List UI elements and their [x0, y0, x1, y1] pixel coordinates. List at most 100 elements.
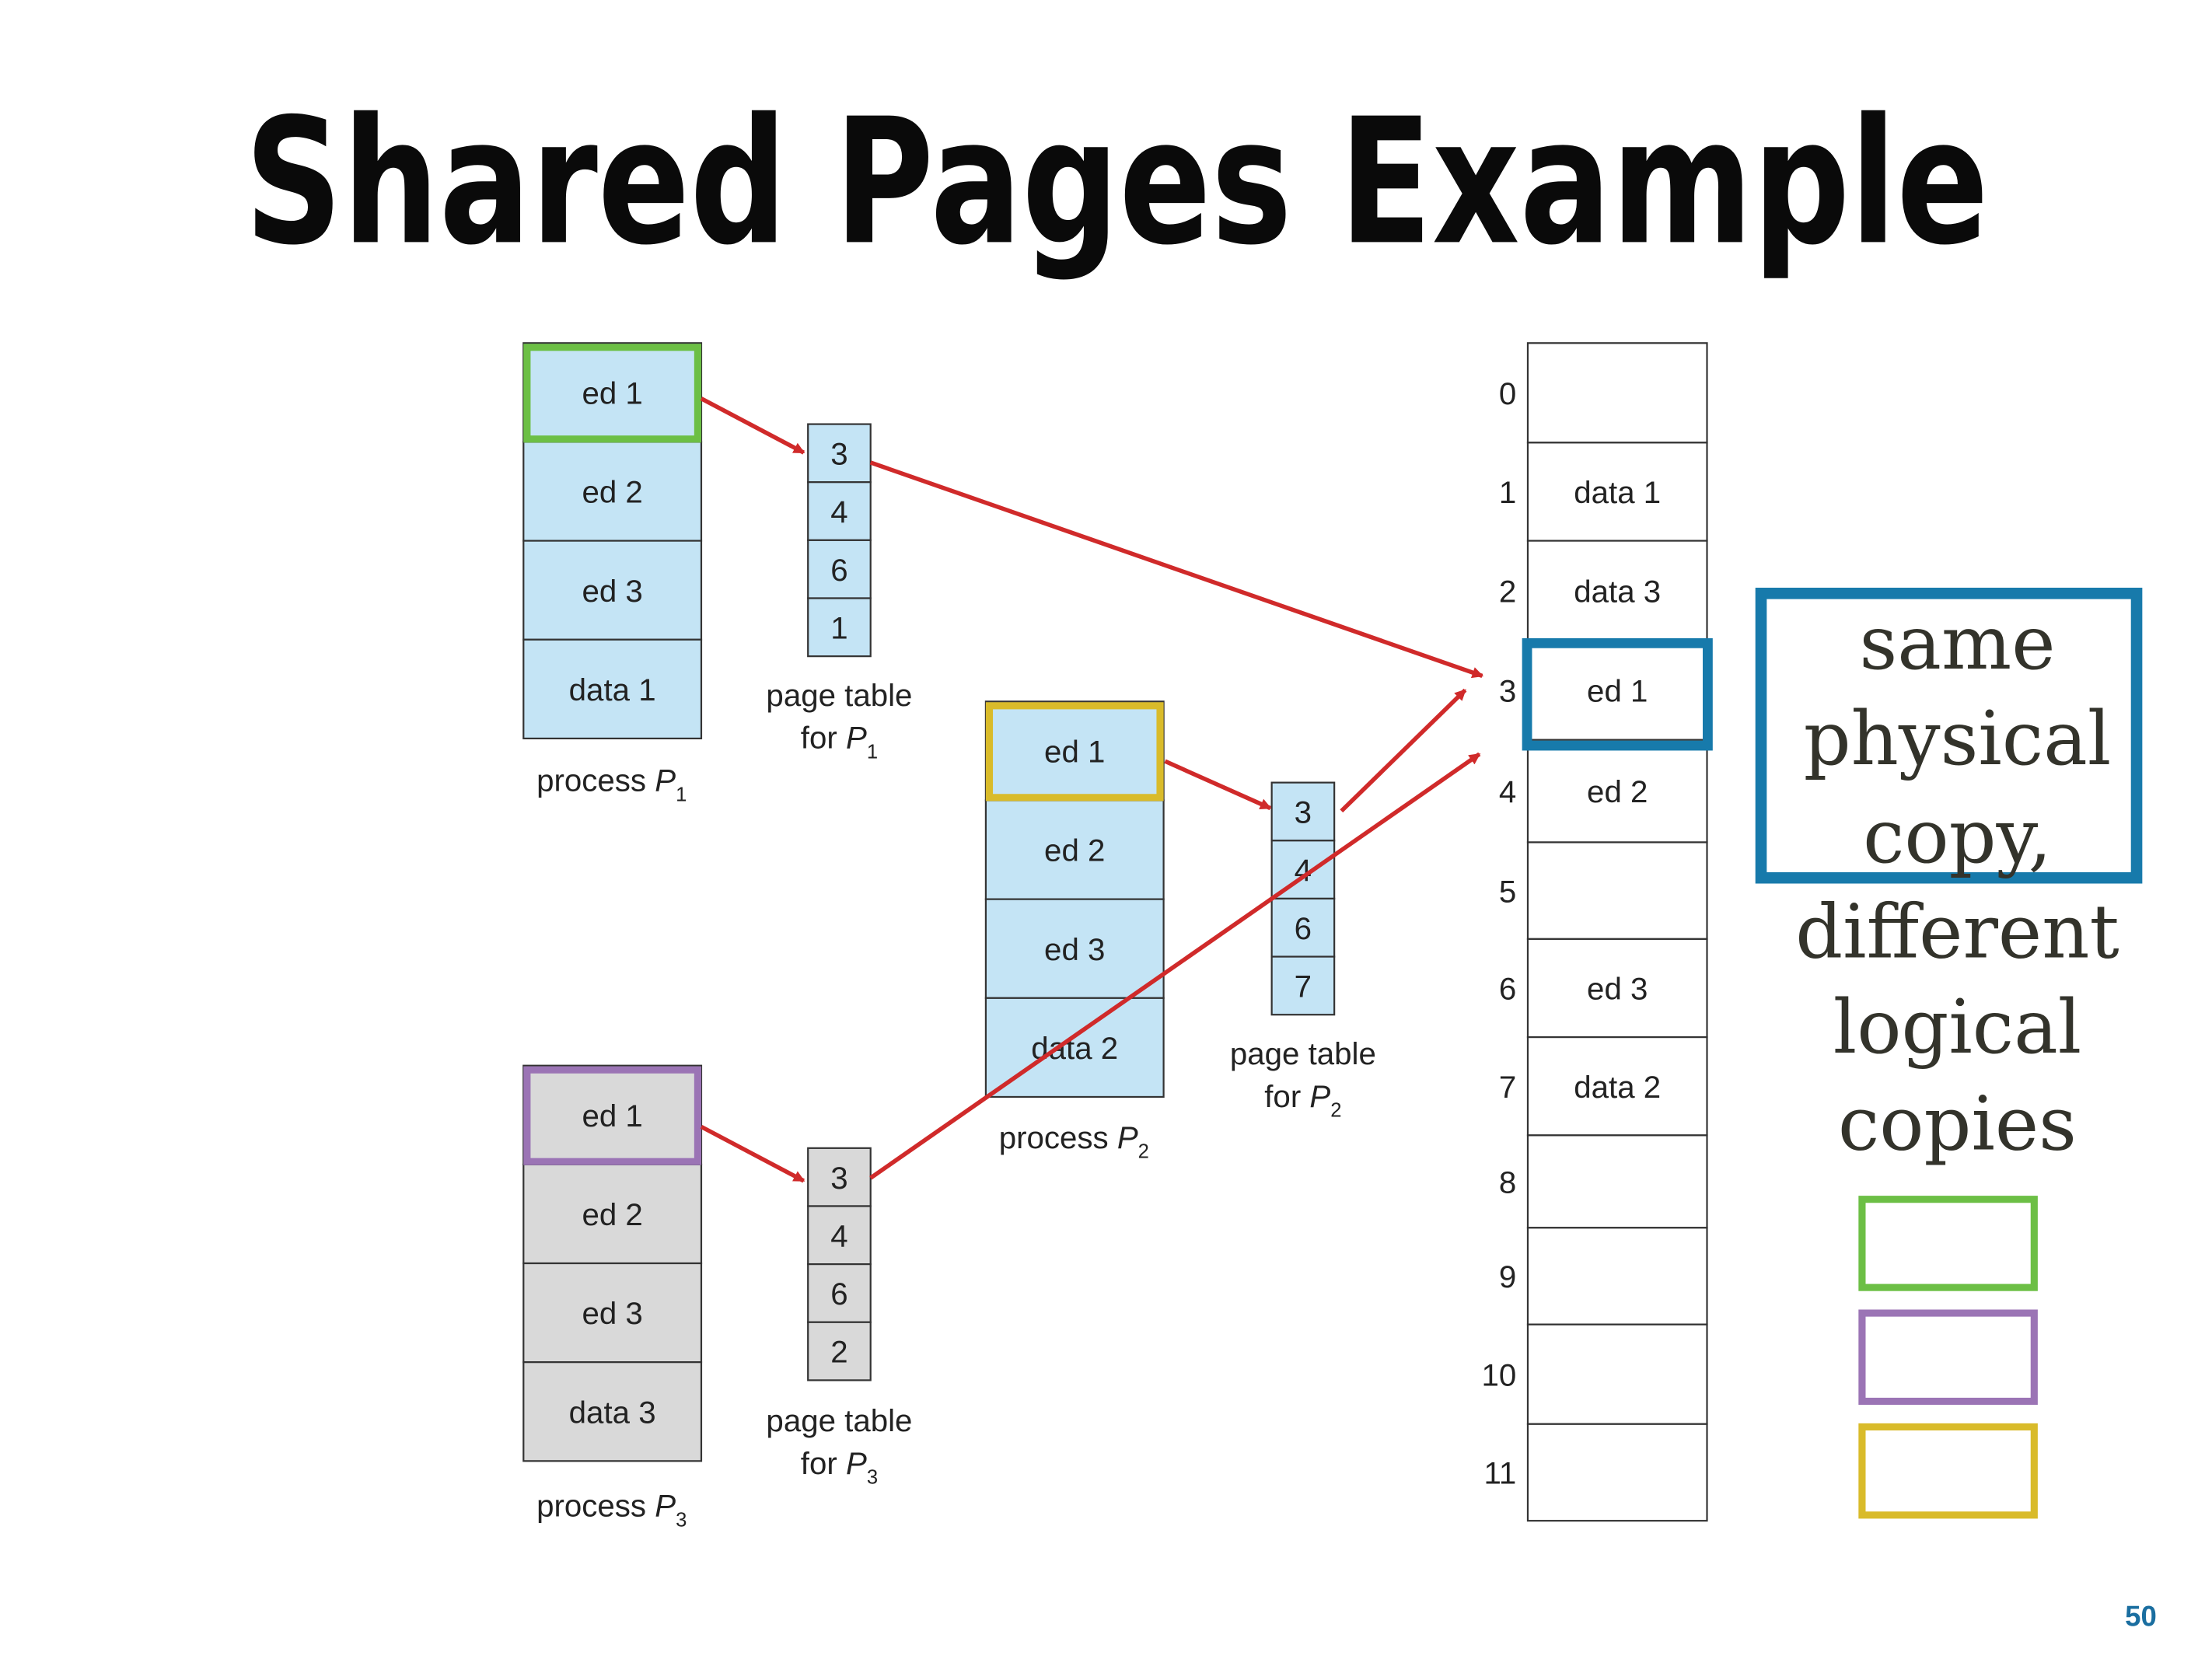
frame-number: 4 [830, 1218, 847, 1253]
note-text: same [1859, 601, 2055, 686]
frame-content: data 2 [1574, 1070, 1661, 1105]
memory-frame [1526, 342, 1708, 444]
memory-frame [1526, 1227, 1708, 1325]
page-table-entry [807, 539, 872, 599]
page-cell [522, 441, 703, 542]
page-label: ed 1 [1044, 735, 1105, 770]
memory-frame [1526, 540, 1708, 641]
page-table-label: page table [766, 678, 912, 713]
page-label: data 3 [569, 1395, 656, 1430]
page-label: ed 2 [1044, 833, 1105, 868]
page-table-owner: for P1 [801, 721, 878, 763]
note-text: logical [1833, 985, 2081, 1070]
mapping-arrow [700, 1124, 805, 1183]
mapping-arrow [869, 752, 1481, 1180]
shared-pages-diagram: ed 1 ed 2 ed 3 data 1 process P1 ed 1 ed 2 ed 3… [522, 342, 1713, 1532]
page-table-entry [1270, 781, 1336, 842]
shared-frame-highlight [1522, 637, 1713, 751]
frame-index: 3 [1499, 673, 1516, 708]
frame-content: data 3 [1574, 574, 1661, 609]
shared-page-highlight [523, 1066, 701, 1165]
frame-index: 6 [1499, 972, 1516, 1007]
page-label: ed 1 [582, 1098, 642, 1133]
frame-number: 7 [1295, 969, 1312, 1004]
page-label: data 1 [569, 672, 656, 707]
mapping-arrow [1164, 759, 1272, 811]
frame-index: 1 [1499, 475, 1516, 510]
frame-index: 9 [1499, 1259, 1516, 1294]
memory-frame [1526, 938, 1708, 1039]
frame-number: 3 [830, 437, 847, 472]
mapping-arrow [1340, 688, 1467, 813]
frame-number: 4 [830, 494, 847, 529]
frame-index: 2 [1499, 574, 1516, 609]
process-label: process P1 [536, 763, 687, 806]
page-table-entry [807, 481, 872, 541]
page-table-owner: for P3 [801, 1446, 878, 1489]
note-highlight-box [1755, 587, 2143, 884]
page-table-entry [807, 1147, 872, 1207]
note-text: copy, [1863, 795, 2052, 880]
page-table-label: page table [1230, 1036, 1376, 1071]
page-table-entry [807, 597, 872, 658]
note-text: physical [1804, 697, 2112, 782]
frame-number: 6 [1295, 911, 1312, 946]
frame-number: 3 [1295, 795, 1312, 830]
frame-number: 6 [830, 1277, 847, 1311]
page-table-label: page table [766, 1403, 912, 1438]
memory-frame [1526, 1134, 1708, 1229]
page-label: ed 1 [582, 375, 642, 410]
frame-content: ed 1 [1587, 673, 1648, 708]
legend-swatch [1858, 1196, 2038, 1291]
page-label: ed 2 [582, 1197, 642, 1232]
frame-index: 0 [1499, 376, 1516, 411]
page-table-entry [1270, 897, 1336, 958]
note-text: copies [1838, 1082, 2077, 1168]
slide-title: Shared Pages Example [245, 81, 1989, 283]
mapping-arrow [700, 396, 805, 455]
shared-page-highlight [523, 344, 701, 443]
memory-frame [1526, 1423, 1708, 1522]
page-cell [522, 1064, 703, 1165]
page-cell [522, 1163, 703, 1265]
legend-swatch [1858, 1309, 2038, 1406]
logical-memory-p3: ed 1 ed 2 ed 3 data 3 process P3 [522, 1064, 703, 1532]
frame-index: 11 [1484, 1456, 1517, 1491]
frame-index: 8 [1499, 1165, 1516, 1200]
page-cell [522, 638, 703, 740]
frame-content: ed 3 [1587, 972, 1648, 1007]
frame-content: data 1 [1574, 475, 1661, 510]
memory-frame [1526, 1323, 1708, 1425]
memory-frame [1526, 639, 1708, 741]
page-cell [984, 898, 1165, 999]
memory-frame [1526, 841, 1708, 940]
page-label: ed 3 [582, 1296, 642, 1331]
frame-number: 2 [830, 1335, 847, 1370]
page-cell [984, 997, 1165, 1098]
page-label: ed 3 [582, 574, 642, 609]
legend-swatch [1858, 1423, 2038, 1519]
page-label: ed 3 [1044, 932, 1105, 967]
page-table-owner: for P2 [1264, 1079, 1341, 1122]
frame-index: 4 [1499, 774, 1516, 809]
frame-number: 6 [830, 553, 847, 588]
page-table-entry [1270, 840, 1336, 900]
page-table-entry [807, 1205, 872, 1266]
shared-page-highlight [985, 702, 1164, 802]
frame-content: ed 2 [1587, 774, 1648, 809]
page-number: 50 [2125, 1601, 2157, 1633]
note-panel: same physical copy, different logical copies [1755, 587, 2143, 1519]
page-cell [522, 540, 703, 641]
process-label: process P3 [536, 1489, 687, 1532]
frame-index: 5 [1499, 874, 1516, 909]
note-text: different [1795, 890, 2119, 976]
memory-frame [1526, 739, 1708, 843]
page-table-entry [807, 1321, 872, 1381]
